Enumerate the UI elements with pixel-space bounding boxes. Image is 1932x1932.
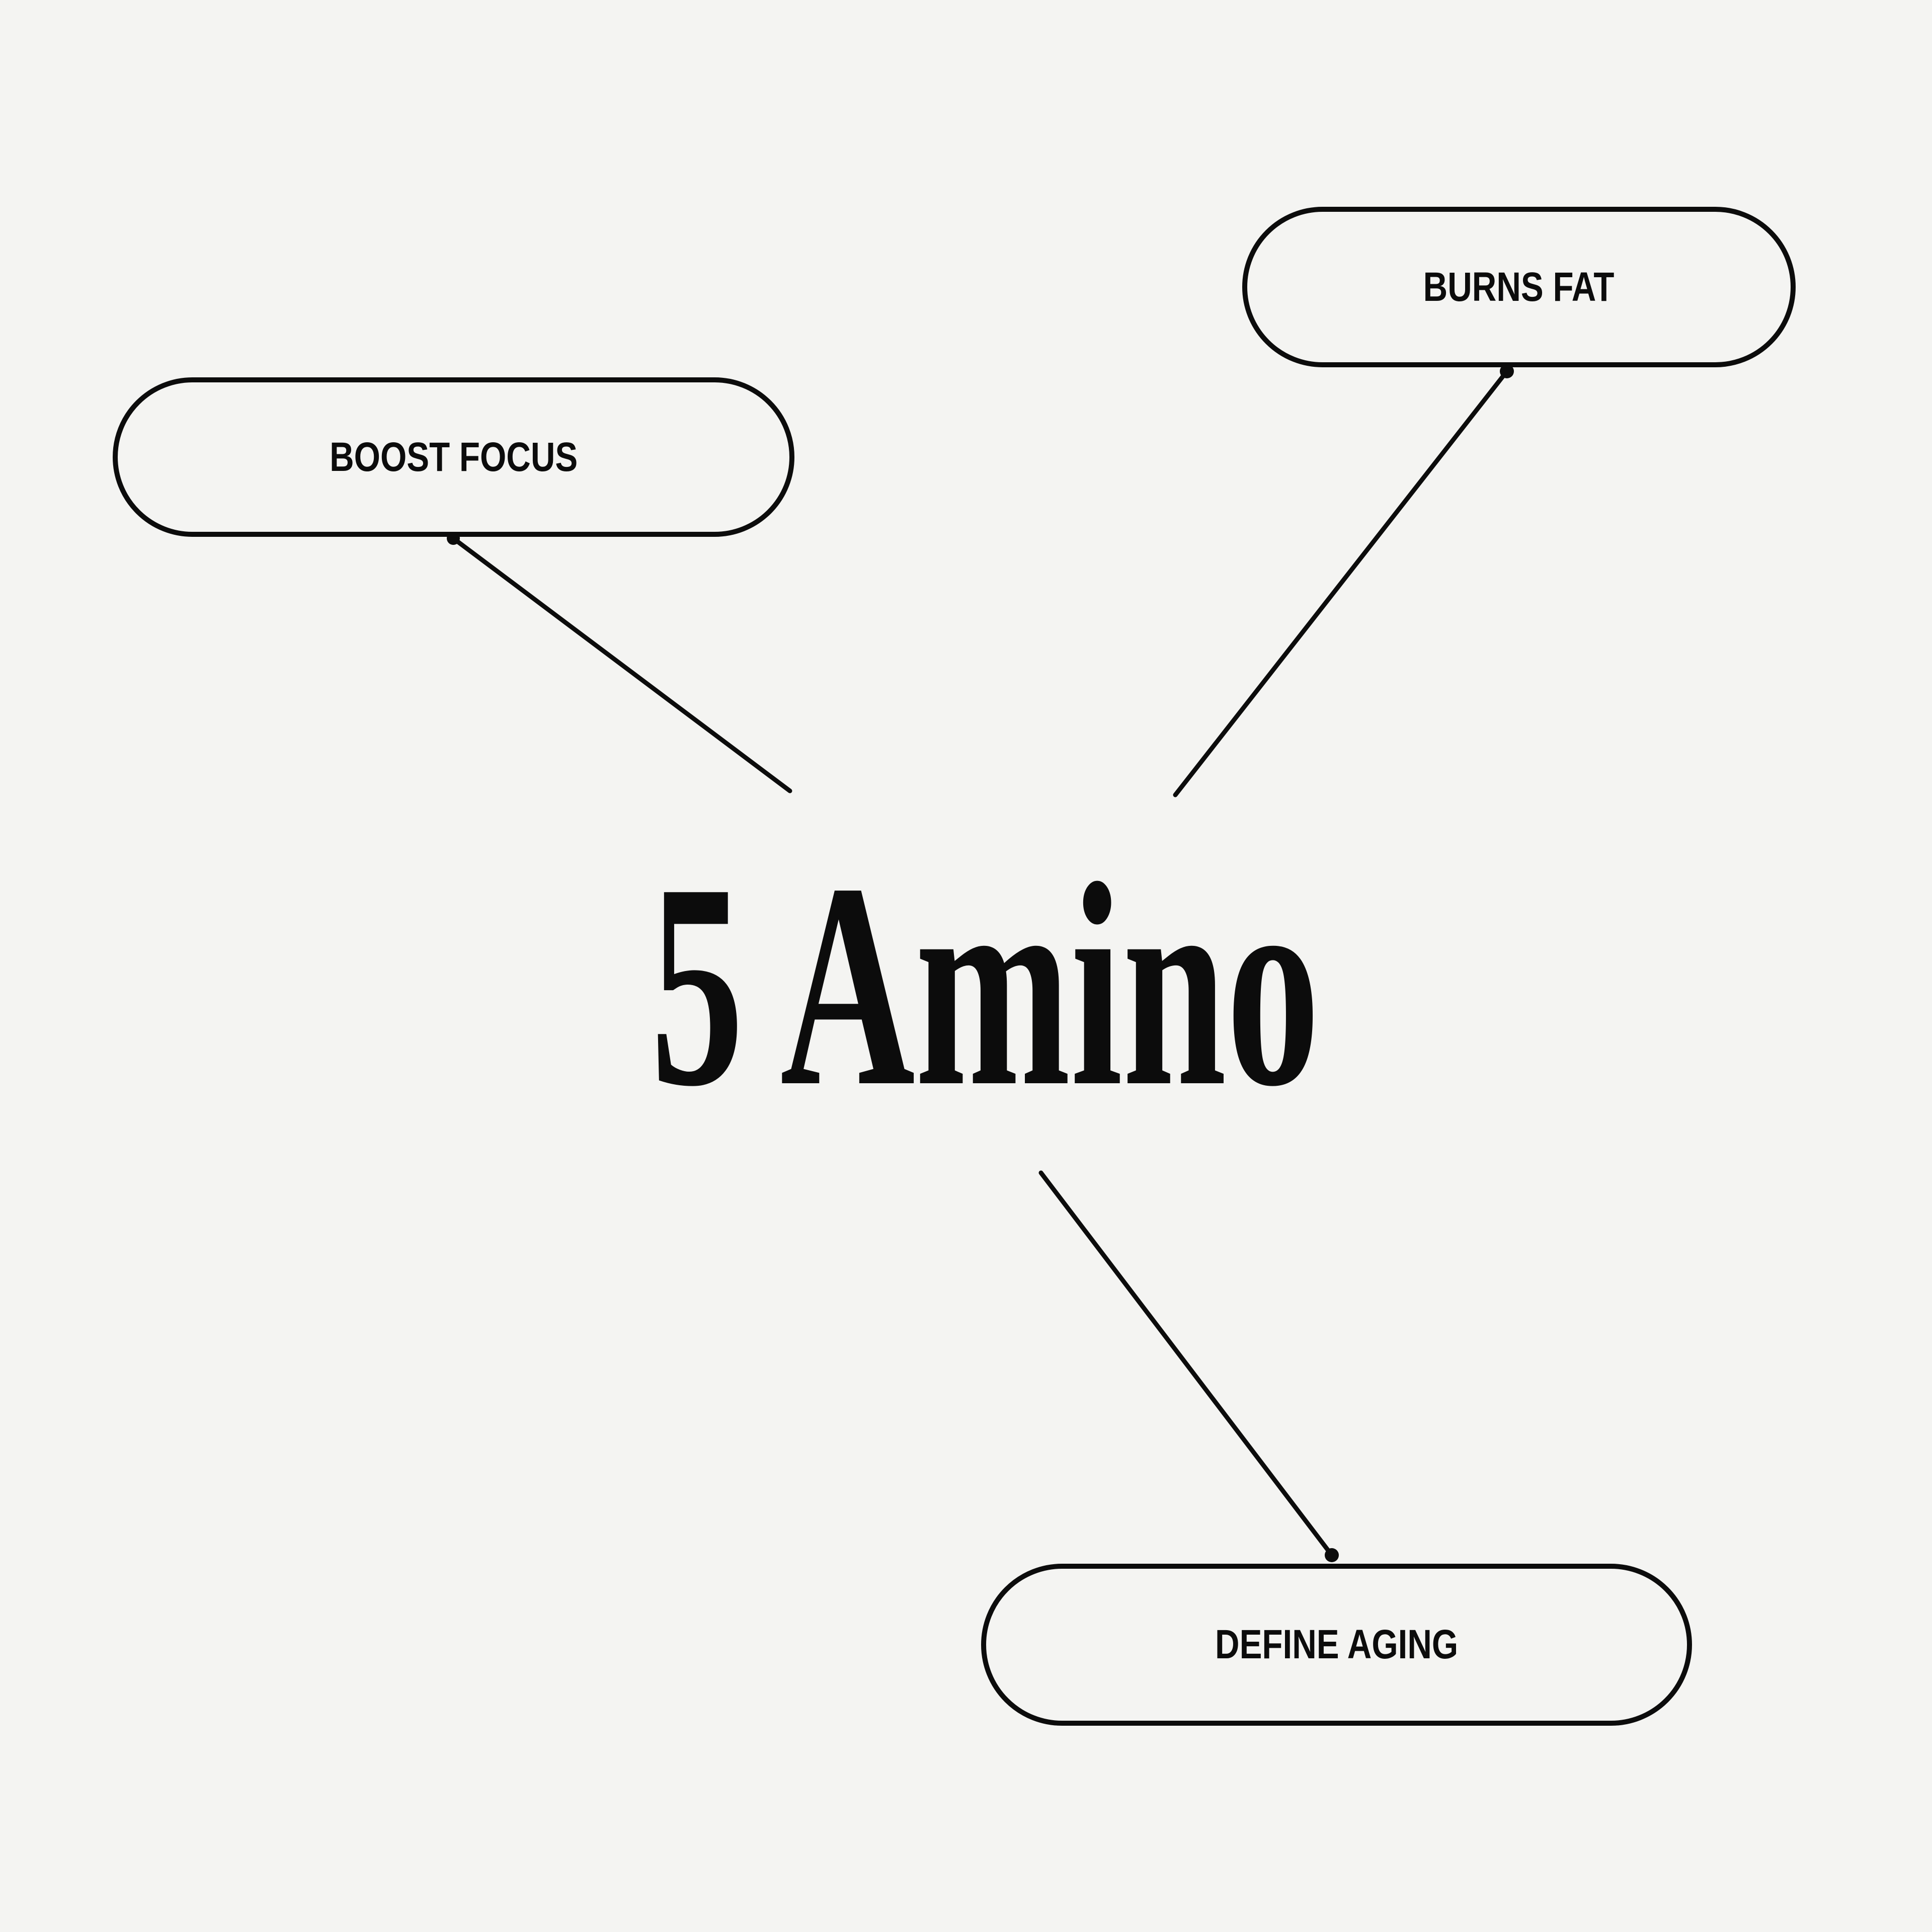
- node-burns-fat: BURNS FAT: [1242, 207, 1796, 367]
- node-burns-fat-label: BURNS FAT: [1423, 264, 1615, 310]
- node-define-aging-label: DEFINE AGING: [1215, 1622, 1459, 1667]
- connector-dot-define-aging: [1325, 1548, 1339, 1562]
- node-boost-focus: BOOST FOCUS: [113, 377, 794, 537]
- connector-line-boost-focus: [451, 536, 792, 793]
- connector-line-define-aging: [1038, 1170, 1334, 1558]
- node-boost-focus-label: BOOST FOCUS: [329, 434, 578, 480]
- connector-dot-burns-fat: [1500, 364, 1514, 378]
- node-define-aging: DEFINE AGING: [981, 1564, 1692, 1726]
- page-title: 5 Amino: [650, 824, 1320, 1147]
- connector-line-burns-fat: [1173, 369, 1509, 797]
